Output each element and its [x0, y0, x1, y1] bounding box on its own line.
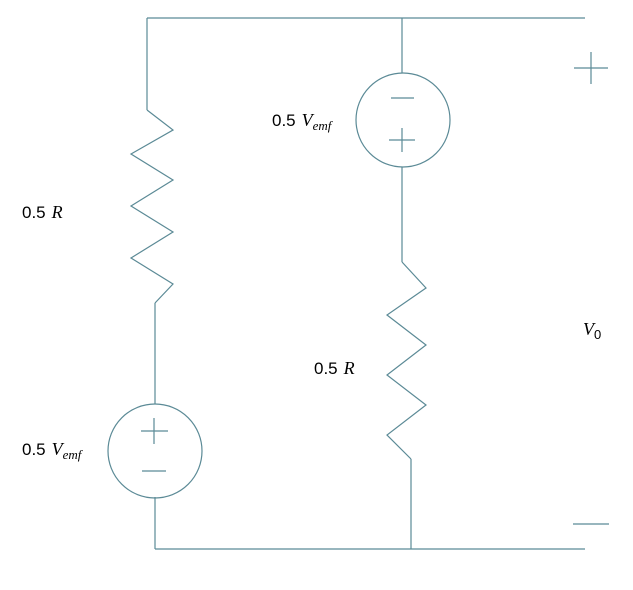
top-emf-plus-sign	[389, 128, 415, 152]
output-voltage-label: V0	[583, 319, 601, 342]
output-plus-sign	[574, 52, 608, 84]
bottom-emf-source	[107, 403, 203, 499]
bottom-emf-plus-sign	[141, 418, 168, 444]
middle-resistor	[385, 261, 427, 460]
top-emf-source	[355, 72, 451, 168]
bottom-emf-circle	[107, 403, 203, 499]
wires	[146, 17, 585, 550]
left-resistor	[129, 109, 175, 304]
top-emf-circle	[355, 72, 451, 168]
